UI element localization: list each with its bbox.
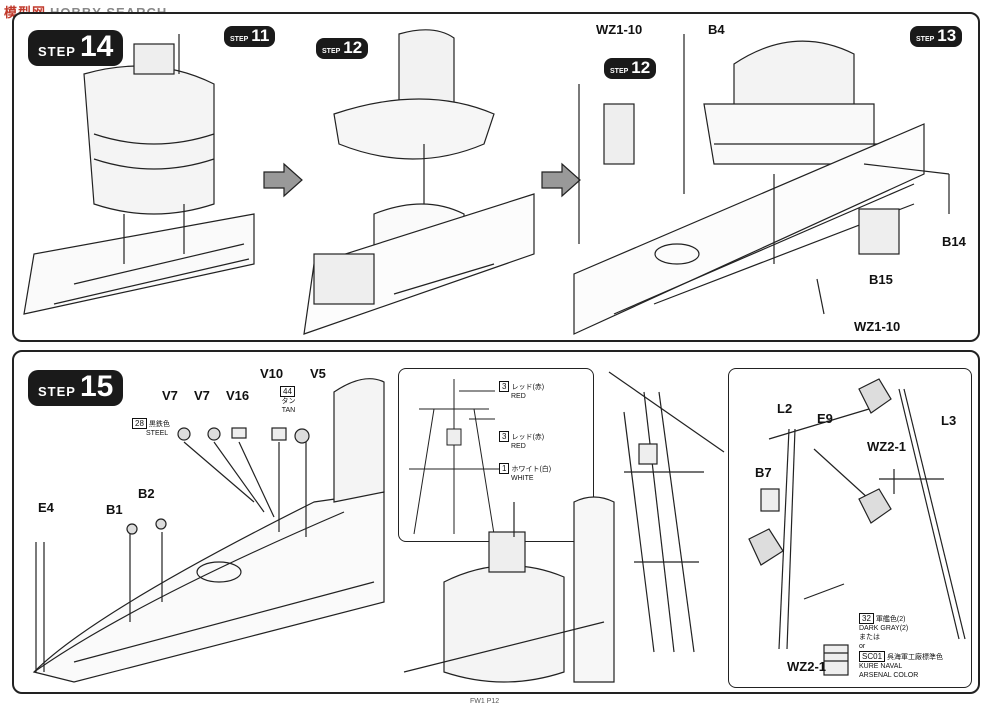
part-b14: B14 [942,234,966,249]
mast-diagram [409,379,499,535]
part-wz2-1-bottom: WZ2-1 [787,659,826,674]
part-b2: B2 [138,486,155,501]
part-l2: L2 [777,401,793,416]
part-v5: V5 [310,366,326,381]
step14-panel: STEP 14 STEP 11 STEP 12 STEP 12 STEP 13 [12,12,980,342]
part-b7: B7 [755,465,772,480]
part-l3: L3 [941,413,957,428]
part-b4: B4 [708,22,725,37]
part-v7-a: V7 [162,388,178,403]
part-wz2-1-top: WZ2-1 [867,439,906,454]
step15-hull-drawing [32,378,385,683]
part-v10: V10 [260,366,284,381]
substep-12b-badge: STEP 12 [604,58,657,79]
mast-detail-drawing [748,378,966,676]
bridge-mast-drawing [403,371,725,683]
substep-12-badge: STEP 12 [316,38,369,59]
substep-11-badge: STEP 11 [224,26,276,47]
part-e9: E9 [817,411,833,426]
step14-drawing [23,29,950,335]
step15-badge: STEP 15 [28,370,124,406]
part-wz1-10-bottom: WZ1-10 [854,319,901,334]
color-tan-callout: 44 タン TAN [280,386,296,414]
part-e4: E4 [38,500,54,515]
step14-badge: STEP 14 [28,30,124,66]
part-b1: B1 [106,502,123,517]
part-wz1-10-top: WZ1-10 [596,22,643,37]
part-v7-b: V7 [194,388,210,403]
part-b15: B15 [869,272,893,287]
part-v16: V16 [226,388,250,403]
page-footer: FW1 P12 [470,698,500,705]
substep-13-badge: STEP 13 [910,26,963,47]
